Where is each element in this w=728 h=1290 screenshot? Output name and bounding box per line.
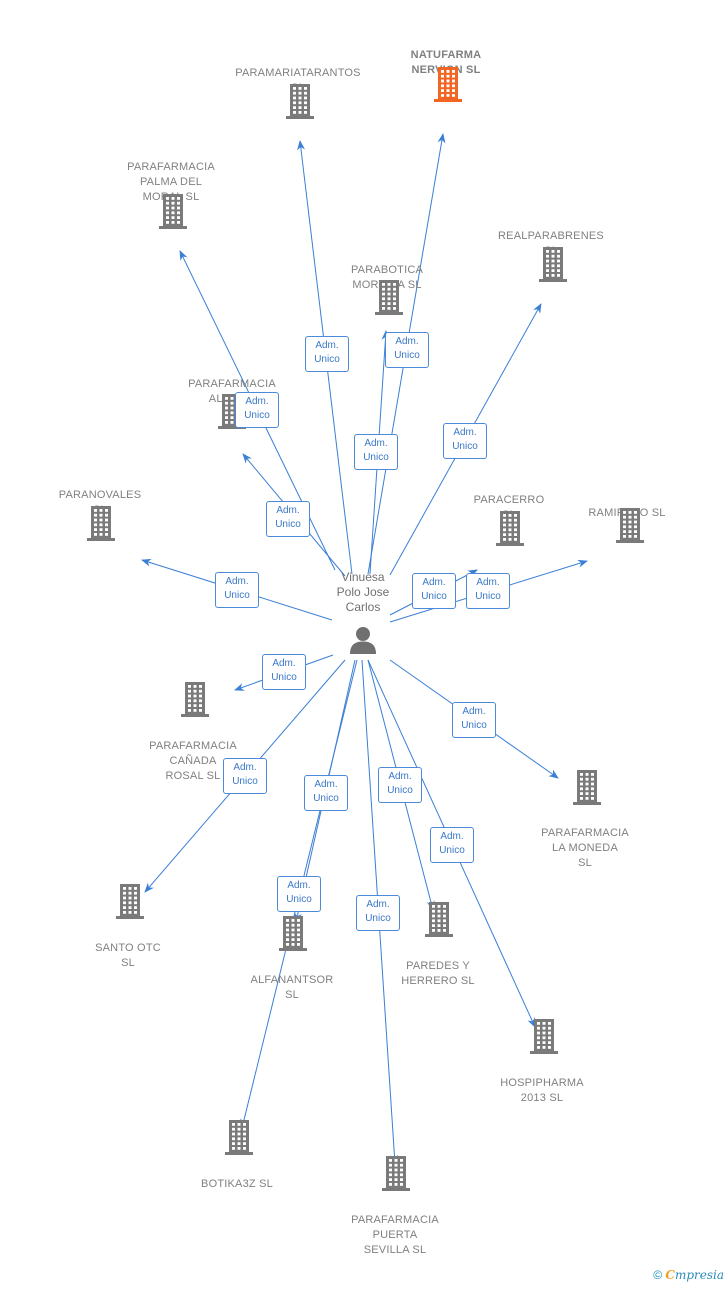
- role-badge: Adm. Unico: [378, 767, 422, 803]
- company-label[interactable]: PAREDES Y HERRERO SL: [401, 960, 475, 987]
- building-icon[interactable]: [372, 278, 406, 316]
- role-badge: Adm. Unico: [266, 501, 310, 537]
- building-icon[interactable]: [283, 82, 317, 120]
- role-badge: Adm. Unico: [356, 895, 400, 931]
- role-badge: Adm. Unico: [430, 827, 474, 863]
- company-label[interactable]: BOTIKA3Z SL: [201, 1178, 273, 1190]
- footer-brand: © Cmpresia: [653, 1268, 724, 1282]
- role-badge: Adm. Unico: [215, 572, 259, 608]
- role-badge: Adm. Unico: [443, 423, 487, 459]
- brand-logo-letter: C: [665, 1268, 675, 1282]
- role-badge: Adm. Unico: [304, 775, 348, 811]
- role-badge: Adm. Unico: [277, 876, 321, 912]
- role-badge: Adm. Unico: [412, 573, 456, 609]
- building-icon[interactable]: [613, 506, 647, 544]
- role-badge: Adm. Unico: [305, 336, 349, 372]
- role-badge: Adm. Unico: [466, 573, 510, 609]
- role-badge: Adm. Unico: [262, 654, 306, 690]
- copyright-symbol: ©: [653, 1268, 663, 1282]
- company-label[interactable]: PARAFARMACIA PUERTA SEVILLA SL: [351, 1214, 439, 1256]
- person-name: Vinuesa Polo Jose Carlos: [336, 570, 390, 614]
- building-icon[interactable]: [156, 192, 190, 230]
- building-icon[interactable]: [178, 680, 212, 718]
- building-icon[interactable]: [493, 509, 527, 547]
- building-icon[interactable]: [113, 882, 147, 920]
- role-badge: Adm. Unico: [452, 702, 496, 738]
- person-icon: [350, 627, 376, 654]
- building-icon[interactable]: [422, 900, 456, 938]
- company-label[interactable]: HOSPIPHARMA 2013 SL: [500, 1077, 584, 1104]
- role-badge: Adm. Unico: [223, 758, 267, 794]
- role-badge: Adm. Unico: [235, 392, 279, 428]
- company-label[interactable]: PARAFARMACIA LA MONEDA SL: [541, 827, 629, 869]
- company-label[interactable]: ALFANANTSOR SL: [250, 974, 334, 1001]
- building-icon[interactable]: [527, 1017, 561, 1055]
- building-icon[interactable]: [431, 65, 465, 103]
- building-icon[interactable]: [276, 914, 310, 952]
- role-badge: Adm. Unico: [385, 332, 429, 368]
- role-badge: Adm. Unico: [354, 434, 398, 470]
- building-icon[interactable]: [84, 504, 118, 542]
- company-label[interactable]: PARAFARMACIA PALMA DEL MORAL SL: [127, 161, 215, 203]
- building-icon[interactable]: [570, 768, 604, 806]
- company-label[interactable]: PARAFARMACIA CAÑADA ROSAL SL: [149, 740, 237, 782]
- building-icon[interactable]: [536, 245, 570, 283]
- company-label[interactable]: SANTO OTC SL: [95, 942, 161, 969]
- building-icon[interactable]: [379, 1154, 413, 1192]
- building-icon[interactable]: [222, 1118, 256, 1156]
- brand-name: mpresia: [674, 1268, 724, 1282]
